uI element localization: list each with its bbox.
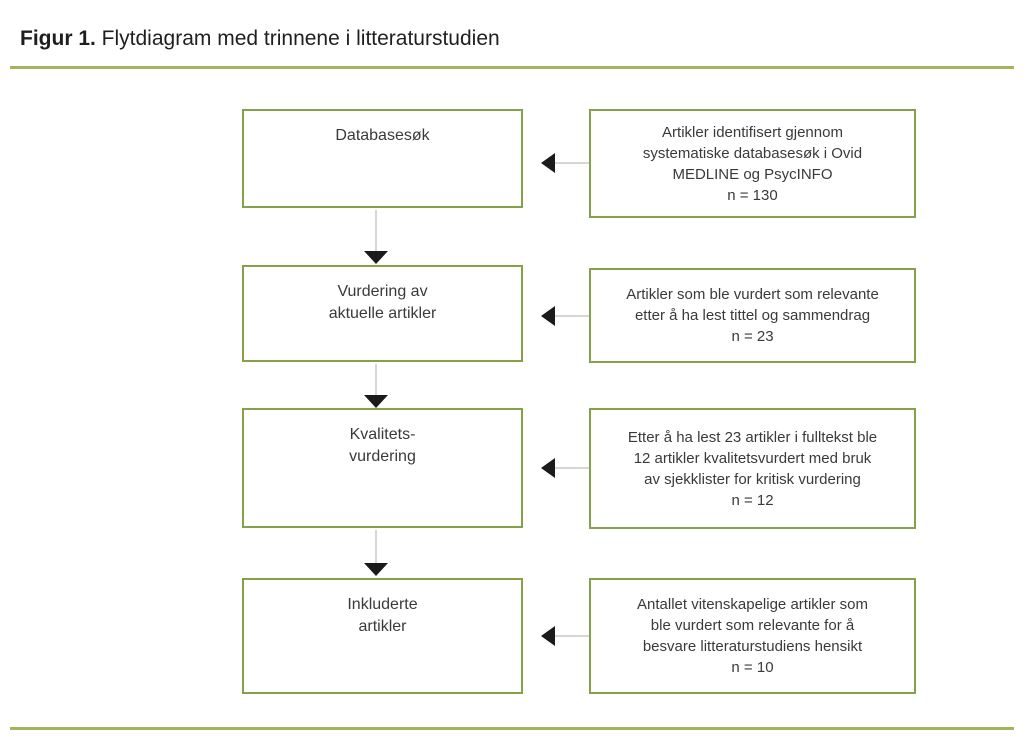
- connector-line: [375, 364, 377, 395]
- connector-step-1-2: [364, 210, 388, 264]
- arrowhead-left-icon: [541, 626, 555, 646]
- stage-box-inkluderte: Inkluderte artikler: [242, 578, 523, 694]
- bottom-rule: [10, 727, 1014, 730]
- connector-step-3-4: [364, 530, 388, 576]
- arrowhead-down-icon: [364, 251, 388, 264]
- figure-title: Figur 1. Flytdiagram med trinnene i litt…: [20, 27, 500, 51]
- detail-box-inkluderte: Antallet vitenskapelige artikler som ble…: [589, 578, 916, 694]
- connector-line: [375, 530, 377, 563]
- connector-step-2-3: [364, 364, 388, 408]
- figure-title-text: Flytdiagram med trinnene i litteraturstu…: [95, 27, 500, 50]
- connector-line: [555, 635, 589, 637]
- detail-box-vurdering: Artikler som ble vurdert som relevante e…: [589, 268, 916, 363]
- connector-row-4: [541, 625, 589, 647]
- arrowhead-left-icon: [541, 306, 555, 326]
- connector-line: [555, 315, 589, 317]
- connector-row-1: [541, 152, 589, 174]
- connector-row-2: [541, 305, 589, 327]
- connector-line: [555, 162, 589, 164]
- connector-row-3: [541, 457, 589, 479]
- arrowhead-left-icon: [541, 153, 555, 173]
- detail-box-databasesok: Artikler identifisert gjennom systematis…: [589, 109, 916, 218]
- arrowhead-down-icon: [364, 395, 388, 408]
- arrowhead-down-icon: [364, 563, 388, 576]
- figure-title-label: Figur 1.: [20, 27, 96, 50]
- arrowhead-left-icon: [541, 458, 555, 478]
- detail-box-kvalitetsvurdering: Etter å ha lest 23 artikler i fulltekst …: [589, 408, 916, 529]
- stage-box-databasesok: Databasesøk: [242, 109, 523, 208]
- stage-box-vurdering: Vurdering av aktuelle artikler: [242, 265, 523, 362]
- top-rule: [10, 66, 1014, 69]
- stage-box-kvalitetsvurdering: Kvalitets- vurdering: [242, 408, 523, 528]
- connector-line: [375, 210, 377, 251]
- connector-line: [555, 467, 589, 469]
